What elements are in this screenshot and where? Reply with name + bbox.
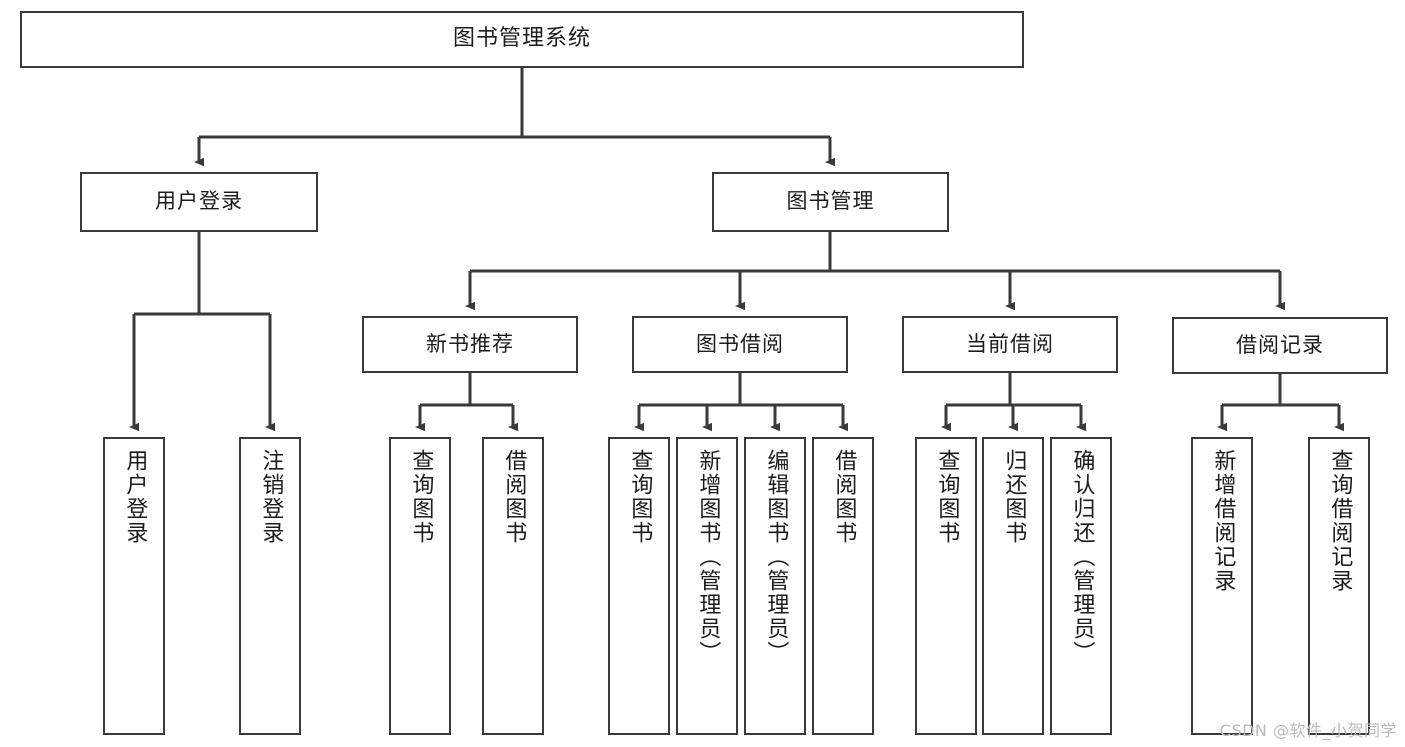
leaf-new-book-borrow-book[interactable]: 借阅图书 <box>482 437 544 735</box>
leaf-new-book-query-book[interactable]: 查询图书 <box>389 437 451 735</box>
leaf-book-borrow-add-book-admin[interactable]: 新增图书（管理员） <box>676 437 738 735</box>
node-borrow-record[interactable]: 借阅记录 <box>1172 317 1388 374</box>
node-book-borrow[interactable]: 图书借阅 <box>632 316 848 373</box>
leaf-borrow-record-query-record[interactable]: 查询借阅记录 <box>1308 437 1370 735</box>
leaf-label: 查询图书 <box>934 449 960 545</box>
node-user-login[interactable]: 用户登录 <box>80 172 318 232</box>
leaf-label: 确认归还（管理员） <box>1069 449 1095 665</box>
node-root[interactable]: 图书管理系统 <box>20 11 1024 68</box>
leaf-label: 归还图书 <box>1001 449 1027 545</box>
watermark: CSDN @软件_小贺同学 <box>1219 721 1397 740</box>
leaf-user-login-login[interactable]: 用户登录 <box>103 437 165 735</box>
leaf-label: 查询图书 <box>627 449 653 545</box>
leaf-label: 新增借阅记录 <box>1210 449 1236 593</box>
leaf-label: 注销登录 <box>258 449 284 545</box>
leaf-label: 查询借阅记录 <box>1327 449 1353 593</box>
node-new-book-recommend[interactable]: 新书推荐 <box>362 316 578 373</box>
leaf-label: 编辑图书（管理员） <box>763 449 789 665</box>
node-book-management[interactable]: 图书管理 <box>712 172 949 232</box>
leaf-label: 借阅图书 <box>831 449 857 545</box>
leaf-book-borrow-borrow-book[interactable]: 借阅图书 <box>812 437 874 735</box>
leaf-current-borrow-return-book[interactable]: 归还图书 <box>982 437 1044 735</box>
leaf-label: 查询图书 <box>408 449 434 545</box>
leaf-label: 新增图书（管理员） <box>695 449 721 665</box>
node-current-borrow[interactable]: 当前借阅 <box>902 316 1118 373</box>
leaf-borrow-record-add-record[interactable]: 新增借阅记录 <box>1191 437 1253 735</box>
leaf-current-borrow-confirm-return-admin[interactable]: 确认归还（管理员） <box>1050 437 1112 735</box>
leaf-book-borrow-query-book[interactable]: 查询图书 <box>608 437 670 735</box>
leaf-label: 借阅图书 <box>501 449 527 545</box>
leaf-current-borrow-query-book[interactable]: 查询图书 <box>915 437 977 735</box>
leaf-user-login-logout[interactable]: 注销登录 <box>239 437 301 735</box>
leaf-label: 用户登录 <box>122 449 148 545</box>
leaf-book-borrow-edit-book-admin[interactable]: 编辑图书（管理员） <box>744 437 806 735</box>
